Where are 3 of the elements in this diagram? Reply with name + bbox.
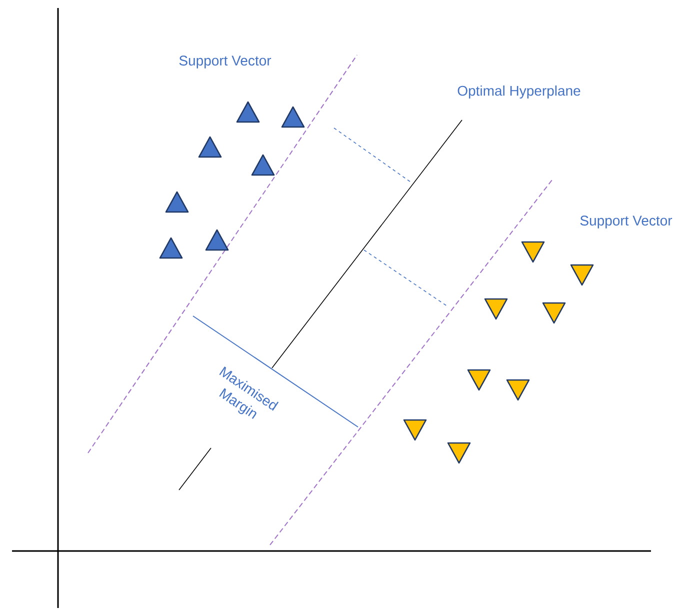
text-label: Support Vector xyxy=(580,216,672,228)
text-label: Optimal Hyperplane xyxy=(458,85,580,99)
text-label: Support Vector xyxy=(179,56,272,68)
